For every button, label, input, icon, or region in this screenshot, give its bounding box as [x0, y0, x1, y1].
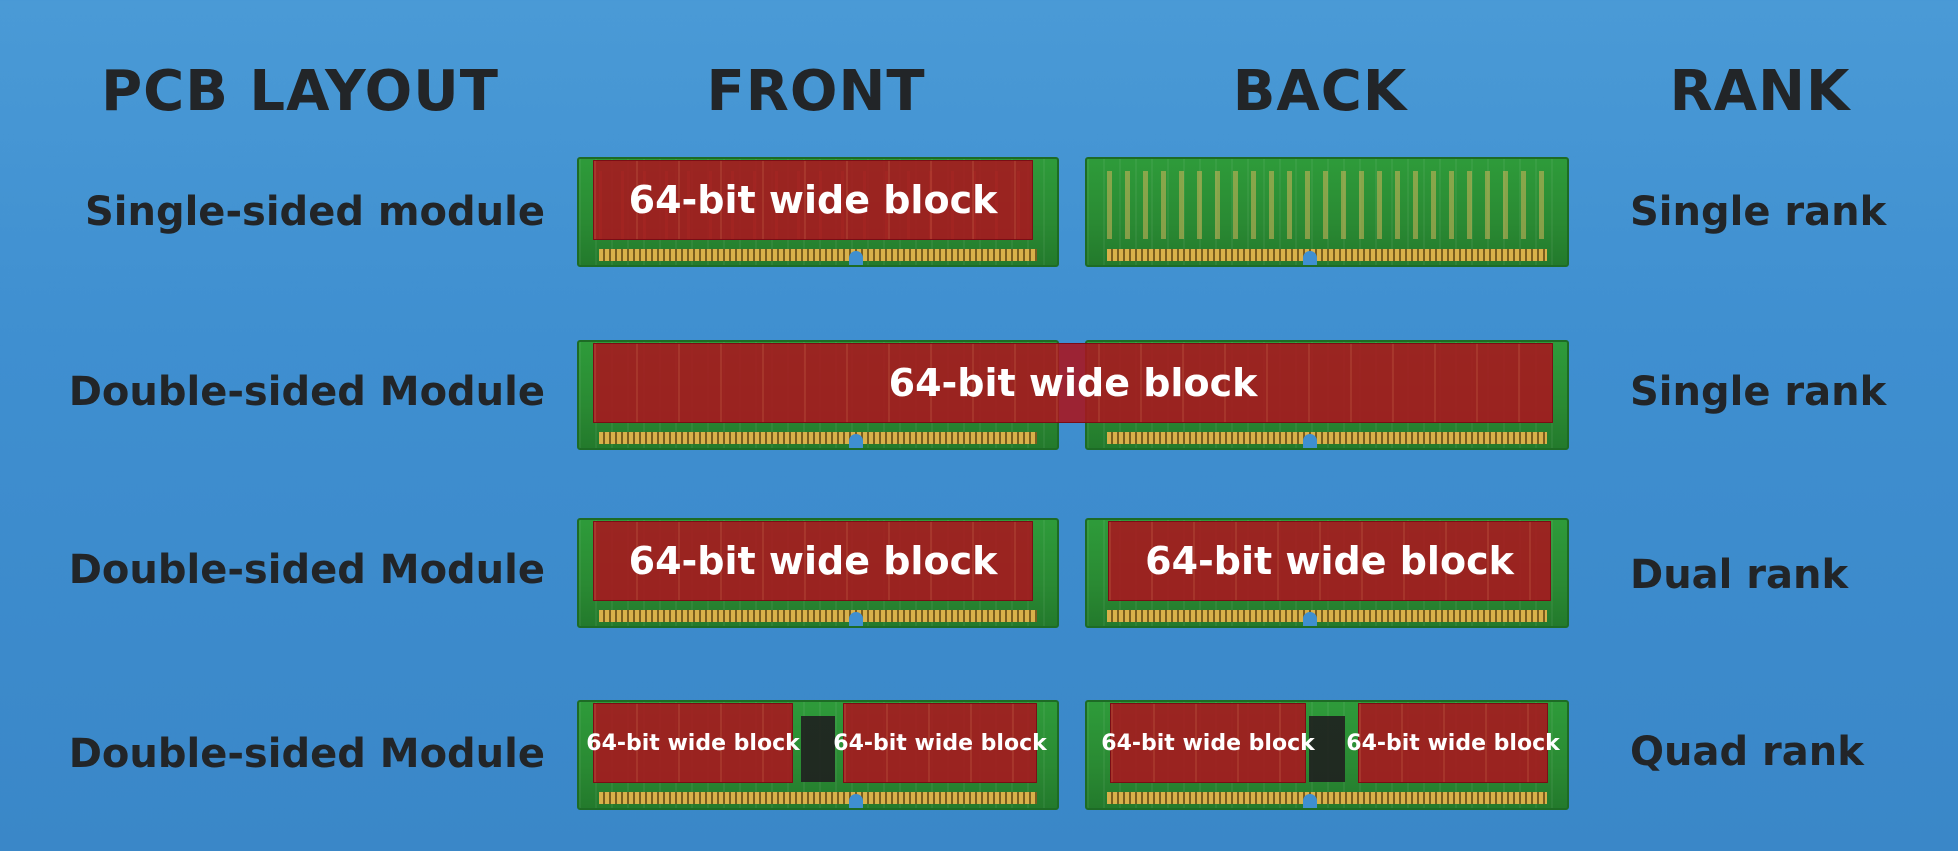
key-notch: [1303, 612, 1317, 626]
row-3-block-front: 64-bit wide block: [593, 521, 1033, 601]
center-chips: [1309, 716, 1345, 782]
header-front: FRONT: [706, 59, 926, 124]
center-chips: [801, 716, 835, 782]
key-notch: [849, 794, 863, 808]
row-1-block-front: 64-bit wide block: [593, 160, 1033, 240]
gold-pins: [1107, 432, 1547, 444]
gold-pins: [599, 792, 1037, 804]
row-3-block-back: 64-bit wide block: [1108, 521, 1551, 601]
row-3-rank: Dual rank: [1630, 552, 1849, 598]
row-4-block-back-right: 64-bit wide block: [1346, 703, 1560, 783]
key-notch: [1303, 794, 1317, 808]
header-back: BACK: [1232, 59, 1408, 124]
gold-pins: [599, 249, 1037, 261]
gold-pins: [1107, 792, 1547, 804]
row-3-layout: Double-sided Module: [68, 547, 545, 593]
key-notch: [849, 612, 863, 626]
row-1-back-module: [1085, 157, 1569, 267]
key-notch: [849, 434, 863, 448]
key-notch: [1303, 251, 1317, 265]
row-4-rank: Quad rank: [1630, 729, 1864, 775]
row-4-block-front-right: 64-bit wide block: [833, 703, 1047, 783]
row-4-block-front-left: 64-bit wide block: [586, 703, 800, 783]
row-4-layout: Double-sided Module: [68, 731, 545, 777]
gold-pins: [599, 610, 1037, 622]
row-2-layout: Double-sided Module: [68, 369, 545, 415]
row-2-rank: Single rank: [1630, 369, 1887, 415]
row-1-layout: Single-sided module: [84, 189, 545, 235]
row-1-rank: Single rank: [1630, 189, 1887, 235]
header-pcb-layout: PCB LAYOUT: [101, 59, 499, 124]
gold-pins: [599, 432, 1037, 444]
header-rank: RANK: [1669, 59, 1851, 124]
pcb-traces: [1107, 171, 1547, 239]
gold-pins: [1107, 610, 1547, 622]
row-2-block-spanning: 64-bit wide block: [593, 343, 1553, 423]
gold-pins: [1107, 249, 1547, 261]
key-notch: [849, 251, 863, 265]
key-notch: [1303, 434, 1317, 448]
row-4-block-back-left: 64-bit wide block: [1101, 703, 1315, 783]
